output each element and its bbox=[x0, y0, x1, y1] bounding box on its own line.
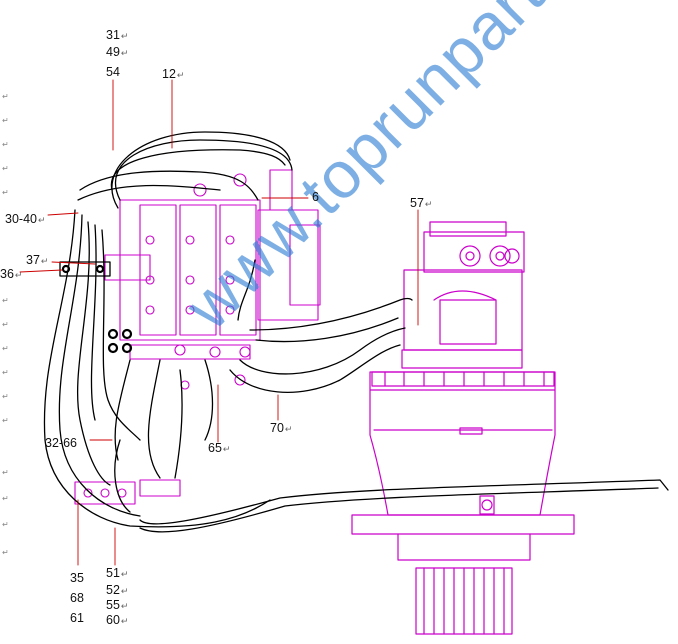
label-6: 6 bbox=[312, 190, 319, 204]
label-68: 68 bbox=[70, 591, 84, 605]
margin-mark: ↵ bbox=[2, 344, 9, 353]
label-30-40: 30-40↵ bbox=[5, 212, 46, 226]
margin-mark: ↵ bbox=[2, 494, 9, 503]
margin-mark: ↵ bbox=[2, 92, 9, 101]
label-37: 37↵ bbox=[26, 253, 49, 267]
label-61: 61 bbox=[70, 611, 84, 625]
label-65: 65↵ bbox=[208, 441, 231, 455]
label-52: 52↵ bbox=[106, 583, 129, 597]
label-55: 55↵ bbox=[106, 598, 129, 612]
label-12: 12↵ bbox=[162, 67, 185, 81]
margin-mark: ↵ bbox=[2, 392, 9, 401]
label-31: 31↵ bbox=[106, 28, 129, 42]
leader-lines bbox=[19, 79, 419, 566]
margin-mark: ↵ bbox=[2, 164, 9, 173]
margin-mark: ↵ bbox=[2, 368, 9, 377]
label-36: 36↵ bbox=[0, 267, 23, 281]
margin-mark: ↵ bbox=[2, 548, 9, 557]
control-valve bbox=[74, 169, 321, 505]
label-49: 49↵ bbox=[106, 45, 129, 59]
label-57: 57↵ bbox=[410, 196, 433, 210]
margin-mark: ↵ bbox=[2, 468, 9, 477]
label-32-66: 32-66 bbox=[45, 436, 77, 450]
label-60: 60↵ bbox=[106, 613, 129, 627]
margin-mark: ↵ bbox=[2, 296, 9, 305]
fittings bbox=[59, 261, 133, 354]
margin-mark: ↵ bbox=[2, 140, 9, 149]
margin-mark: ↵ bbox=[2, 320, 9, 329]
label-54: 54 bbox=[106, 65, 120, 79]
label-35: 35 bbox=[70, 571, 84, 585]
margin-mark: ↵ bbox=[2, 520, 9, 529]
margin-mark: ↵ bbox=[2, 416, 9, 425]
label-70: 70↵ bbox=[270, 421, 293, 435]
margin-mark: ↵ bbox=[2, 116, 9, 125]
label-51: 51↵ bbox=[106, 566, 129, 580]
swing-motor bbox=[351, 221, 575, 635]
hoses bbox=[43, 131, 669, 533]
margin-mark: ↵ bbox=[2, 188, 9, 197]
